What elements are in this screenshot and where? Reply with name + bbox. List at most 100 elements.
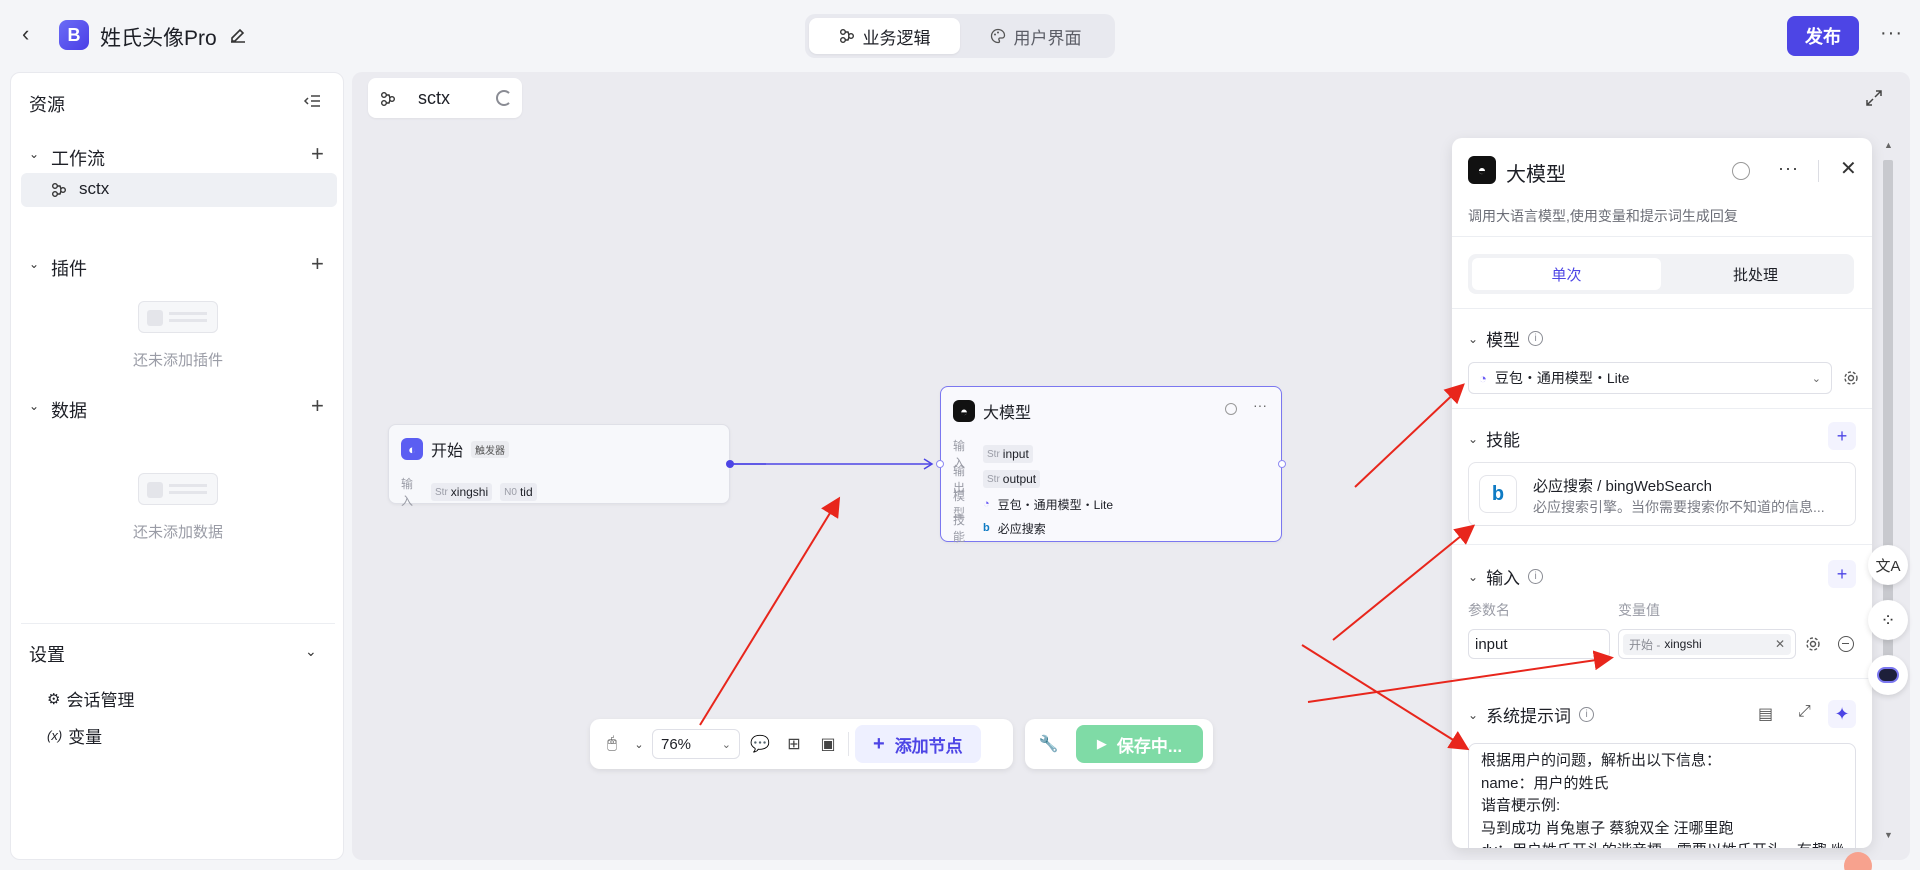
top-bar: ‹ B 姓氏头像Pro 业务逻辑 用户界面 发布 ··· xyxy=(0,0,1920,70)
chevron-down-icon[interactable]: ⌄ xyxy=(634,738,644,751)
divider xyxy=(1452,236,1872,237)
model-select[interactable]: ◔ 豆包・通用模型・Lite ⌄ xyxy=(1468,362,1832,394)
add-plugin-icon[interactable]: + xyxy=(311,251,324,276)
zoom-select[interactable]: 76%⌄ xyxy=(652,729,740,759)
info-icon[interactable]: i xyxy=(1528,331,1544,346)
more-icon[interactable]: ··· xyxy=(1778,158,1799,178)
mode-single[interactable]: 单次 xyxy=(1472,258,1661,290)
output-port[interactable] xyxy=(726,460,734,468)
remove-variable-icon[interactable]: ✕ xyxy=(1774,637,1785,651)
sidebar-item-chat-management[interactable]: ⚙ 会话管理 xyxy=(47,686,134,711)
add-skill-icon[interactable]: + xyxy=(1828,422,1856,450)
add-data-icon[interactable]: + xyxy=(311,393,324,418)
skill-section-header[interactable]: ⌄ 技能 xyxy=(1468,426,1520,451)
section-data[interactable]: ⌄ 数据 + xyxy=(21,393,335,423)
expand-editor-icon[interactable]: ⤢ xyxy=(1798,703,1811,720)
node-more-icon[interactable]: ··· xyxy=(1253,397,1267,413)
minimap-icon[interactable]: ▣ xyxy=(820,736,836,753)
apps-icon[interactable]: ⁘ xyxy=(1868,600,1908,640)
row-key: 模型 xyxy=(953,489,966,520)
info-icon[interactable]: i xyxy=(1579,707,1595,722)
param-name: output xyxy=(1002,472,1037,486)
save-button[interactable]: ▶保存中... xyxy=(1075,725,1203,763)
scroll-down-icon[interactable]: ▼ xyxy=(1884,830,1893,840)
chevron-down-icon: ⌄ xyxy=(1468,707,1479,722)
prompt-line: dy：用户姓氏开头的谐音梗，需要以姓氏开头，有趣 幽 xyxy=(1481,840,1843,848)
panel-scrollbar[interactable]: ▲ ▼ xyxy=(1880,140,1896,852)
tab-label: 业务逻辑 xyxy=(862,28,931,48)
tab-business-logic[interactable]: 业务逻辑 xyxy=(809,18,960,54)
var-value-field[interactable]: 开始 - xingshi ✕ xyxy=(1618,629,1796,659)
section-title: 输入 xyxy=(1486,569,1521,588)
row-key: 输入 xyxy=(953,439,966,470)
node-title: 大模型 xyxy=(983,405,1032,422)
add-workflow-icon[interactable]: + xyxy=(311,141,324,166)
model-value: 豆包・通用模型・Lite xyxy=(1494,370,1630,386)
panel-title: 大模型 xyxy=(1506,164,1566,186)
workflow-tab-label: sctx xyxy=(418,88,451,108)
param-name-input[interactable] xyxy=(1468,629,1610,659)
section-plugins[interactable]: ⌄ 插件 + xyxy=(21,251,335,281)
prompt-section-header[interactable]: ⌄ 系统提示词 i xyxy=(1468,702,1595,727)
info-icon[interactable]: i xyxy=(1528,569,1544,584)
section-workflow[interactable]: ⌄ 工作流 + xyxy=(21,141,335,171)
save-label: 保存中... xyxy=(1116,736,1183,756)
system-prompt-editor[interactable]: 根据用户的问题，解析出以下信息： name：用户的姓氏 谐音梗示例: 马到成功 … xyxy=(1468,743,1856,848)
add-input-icon[interactable]: + xyxy=(1828,560,1856,588)
workflow-tab[interactable]: sctx xyxy=(368,78,522,118)
divider xyxy=(1818,160,1819,182)
scroll-thumb[interactable] xyxy=(1883,160,1893,668)
prompt-line: 根据用户的问题，解析出以下信息： xyxy=(1481,752,1722,769)
palette-icon xyxy=(990,28,1005,44)
wrench-icon[interactable]: 🔧 xyxy=(1038,736,1059,753)
variable-chip: 开始 - xingshi ✕ xyxy=(1623,633,1791,655)
run-node-icon[interactable] xyxy=(1732,162,1750,180)
more-icon[interactable]: ··· xyxy=(1880,22,1903,44)
settings-title[interactable]: 设置 xyxy=(29,645,65,665)
model-section-header[interactable]: ⌄ 模型 i xyxy=(1468,326,1544,351)
run-node-icon[interactable] xyxy=(1225,403,1237,415)
var-source: 开始 - xyxy=(1629,637,1661,652)
comment-icon[interactable]: 💬 xyxy=(750,736,770,753)
chevron-down-icon[interactable]: ⌄ xyxy=(305,643,317,659)
zoom-value: 76% xyxy=(661,735,692,753)
mode-batch[interactable]: 批处理 xyxy=(1732,266,1778,284)
mouse-mode-icon[interactable]: 🖱 xyxy=(607,735,617,752)
divider xyxy=(1452,544,1872,545)
prompt-line: 马到成功 肖兔崽子 蔡貌双全 汪哪里跑 xyxy=(1481,819,1734,837)
gear-icon[interactable] xyxy=(1804,635,1822,653)
layout-icon[interactable]: ⊞ xyxy=(787,736,801,753)
avatar[interactable] xyxy=(1844,852,1872,870)
assistant-icon[interactable] xyxy=(1868,655,1908,695)
tab-user-interface[interactable]: 用户界面 xyxy=(960,18,1111,54)
template-icon[interactable]: ▤ xyxy=(1758,706,1774,723)
output-port[interactable] xyxy=(1278,460,1286,468)
fullscreen-icon[interactable] xyxy=(1864,88,1884,108)
add-node-button[interactable]: +添加节点 xyxy=(855,725,981,763)
empty-illustration xyxy=(138,301,218,333)
remove-input-icon[interactable] xyxy=(1838,636,1854,652)
scroll-up-icon[interactable]: ▲ xyxy=(1884,140,1893,150)
sidebar-item-sctx[interactable]: sctx xyxy=(21,173,337,207)
back-icon[interactable]: ‹ xyxy=(22,21,30,46)
input-port[interactable] xyxy=(936,460,944,468)
skill-card-bing[interactable]: b 必应搜索 / bingWebSearch 必应搜索引擎。当你需要搜索你不知道… xyxy=(1468,462,1856,526)
connection-edge xyxy=(730,458,934,470)
translate-icon[interactable]: 文A xyxy=(1868,545,1908,585)
sidebar-item-variables[interactable]: (x) 变量 xyxy=(47,723,102,748)
plus-icon: + xyxy=(873,732,885,755)
collapse-sidebar-icon[interactable] xyxy=(303,91,323,111)
param-name-header: 参数名 xyxy=(1468,602,1510,618)
chat-manage-icon: ⚙ xyxy=(47,690,61,708)
ai-optimize-icon[interactable]: ✦ xyxy=(1828,700,1856,728)
skill-description: 必应搜索引擎。当你需要搜索你不知道的信息... xyxy=(1533,499,1825,515)
divider xyxy=(21,623,335,624)
edit-icon[interactable] xyxy=(228,25,248,45)
publish-button[interactable]: 发布 xyxy=(1787,16,1859,56)
row-value: 必应搜索 xyxy=(997,521,1046,536)
gear-icon[interactable] xyxy=(1842,369,1860,387)
close-icon[interactable]: ✕ xyxy=(1840,158,1857,180)
input-section-header[interactable]: ⌄ 输入 i xyxy=(1468,564,1544,589)
